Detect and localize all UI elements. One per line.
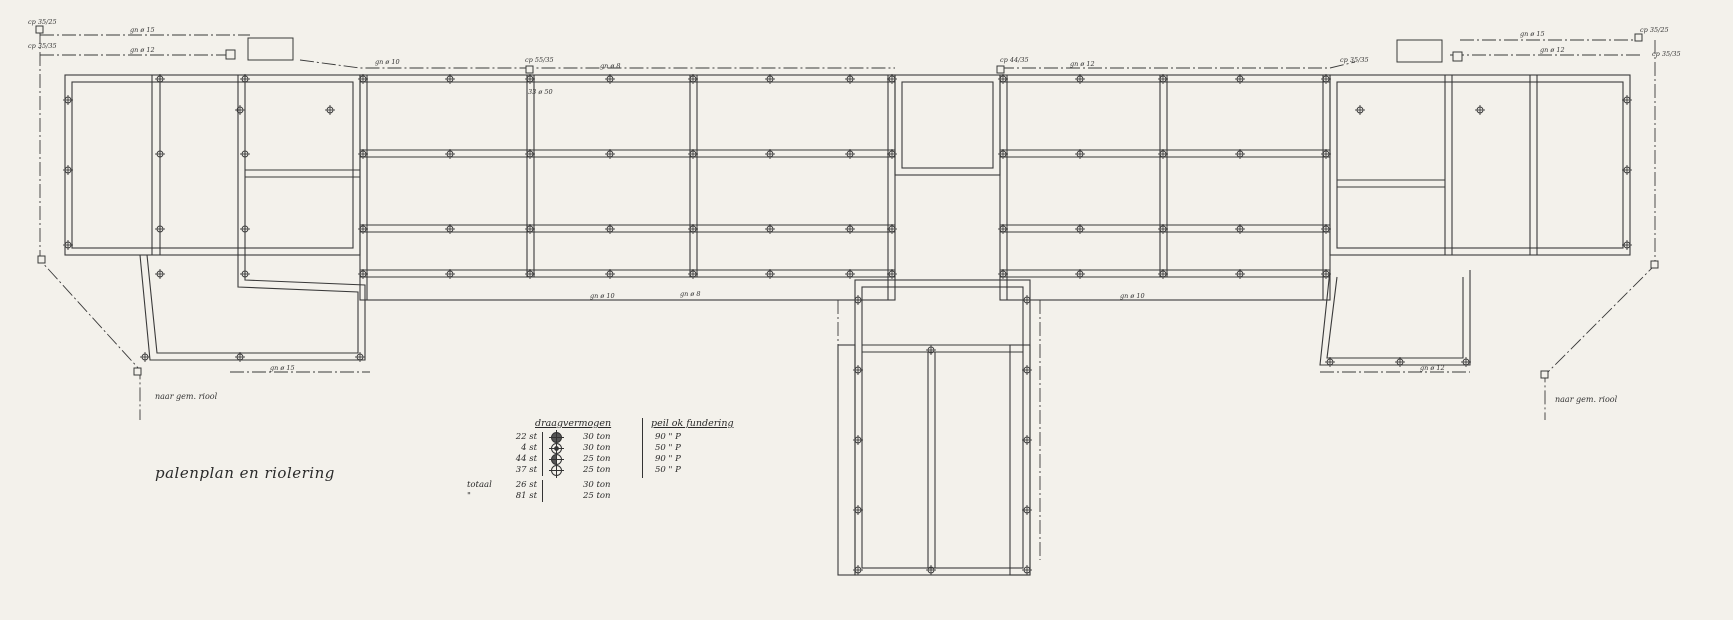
main-corridor-walls xyxy=(359,74,1001,301)
legend-header-level: peil ok fundering xyxy=(651,418,734,429)
annotation-label: cp 35/35 xyxy=(28,42,57,50)
annotation-label: cp 44/35 xyxy=(1000,56,1029,64)
annotation-label: gn ø 10 xyxy=(375,58,400,66)
right-wing-walls xyxy=(1319,74,1631,366)
south-wing-walls xyxy=(837,279,1031,576)
legend-symbols xyxy=(549,430,564,478)
drawing-title: palenplan en riolering xyxy=(155,464,335,482)
legend-levels: 90 " P 50 " P 90 " P 50 " P xyxy=(655,432,681,475)
annotation-label: gn ø 12 xyxy=(1540,46,1565,54)
right-corridor-walls xyxy=(999,74,1331,301)
annotation-label: gn ø 10 xyxy=(1120,292,1145,300)
annotation-label: gn ø 8 xyxy=(680,290,701,298)
legend-totals-capacity: 30 ton 25 ton xyxy=(583,480,611,501)
legend-header-capacity: draagvermogen xyxy=(535,418,612,429)
annotation-label: gn ø 12 xyxy=(1070,60,1095,68)
annotation-label: 33 ø 50 xyxy=(528,88,553,96)
annotation-label: cp 35/35 xyxy=(1652,50,1681,58)
annotation-label: cp 55/35 xyxy=(525,56,554,64)
sewer-lines xyxy=(39,30,1656,560)
legend-capacities: 30 ton 30 ton 25 ton 25 ton xyxy=(583,432,611,475)
annotation-label: gn ø 10 xyxy=(590,292,615,300)
annotation-label: gn ø 12 xyxy=(1420,364,1445,372)
annotation-label: gn ø 15 xyxy=(270,364,295,372)
annotation-label: gn ø 15 xyxy=(1520,30,1545,38)
left-wing-walls xyxy=(64,74,366,361)
legend-counts: 22 st 4 st 44 st 37 st xyxy=(515,432,537,475)
annotation-label: gn ø 8 xyxy=(600,62,621,70)
pile-markers xyxy=(63,74,1632,575)
sewer-outlet-label-right: naar gem. riool xyxy=(1555,395,1618,404)
annotation-label: gn ø 12 xyxy=(130,46,155,54)
annotation-label: cp 35/35 xyxy=(1340,56,1369,64)
sewer-outlet-label-left: naar gem. riool xyxy=(155,392,218,401)
pile-open-icon xyxy=(549,463,564,478)
legend-totals-count: 26 st 81 st xyxy=(515,480,537,501)
annotation-label: cp 35/25 xyxy=(28,18,57,26)
legend-totals-prefix: totaal " xyxy=(467,480,492,501)
manholes xyxy=(35,25,1659,379)
annotation-label: gn ø 15 xyxy=(130,26,155,34)
annotation-label: cp 35/25 xyxy=(1640,26,1669,34)
